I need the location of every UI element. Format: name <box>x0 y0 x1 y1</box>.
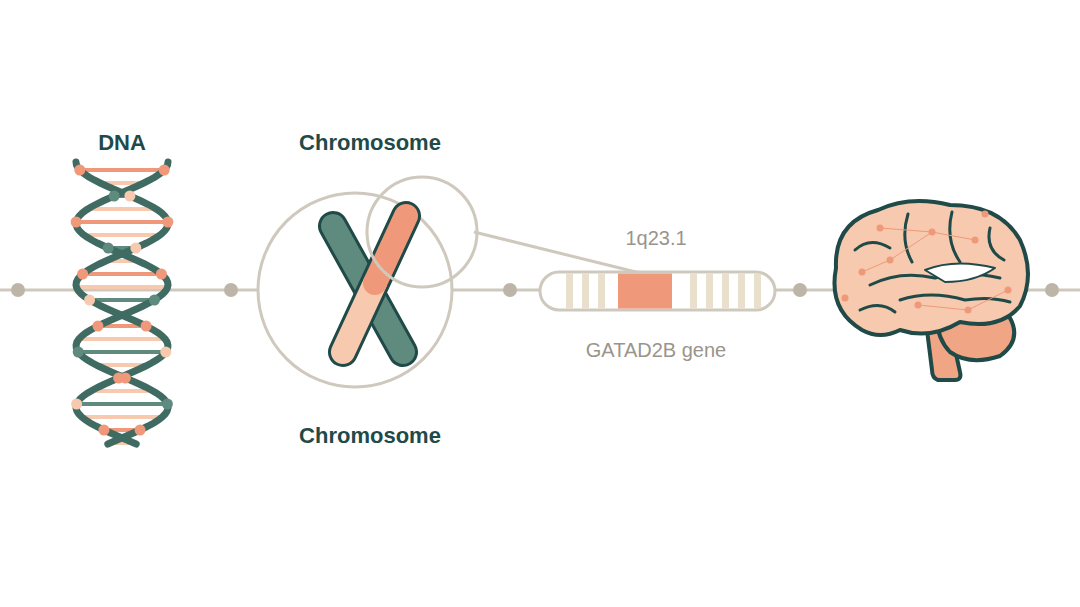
zoom-leader <box>474 232 640 273</box>
gene-label: GATAD2B gene <box>586 339 726 362</box>
locus-label: 1q23.1 <box>625 227 686 250</box>
zoom-circle <box>367 177 477 287</box>
dna-helix <box>71 162 174 444</box>
chromosome-circle <box>258 193 452 387</box>
brain <box>834 201 1028 380</box>
chromosome-x <box>333 216 406 352</box>
gene-bar <box>540 272 775 310</box>
dna-label: DNA <box>98 130 146 156</box>
chromosome-label: Chromosome <box>299 423 441 449</box>
chromosome-label: Chromosome <box>299 130 441 156</box>
